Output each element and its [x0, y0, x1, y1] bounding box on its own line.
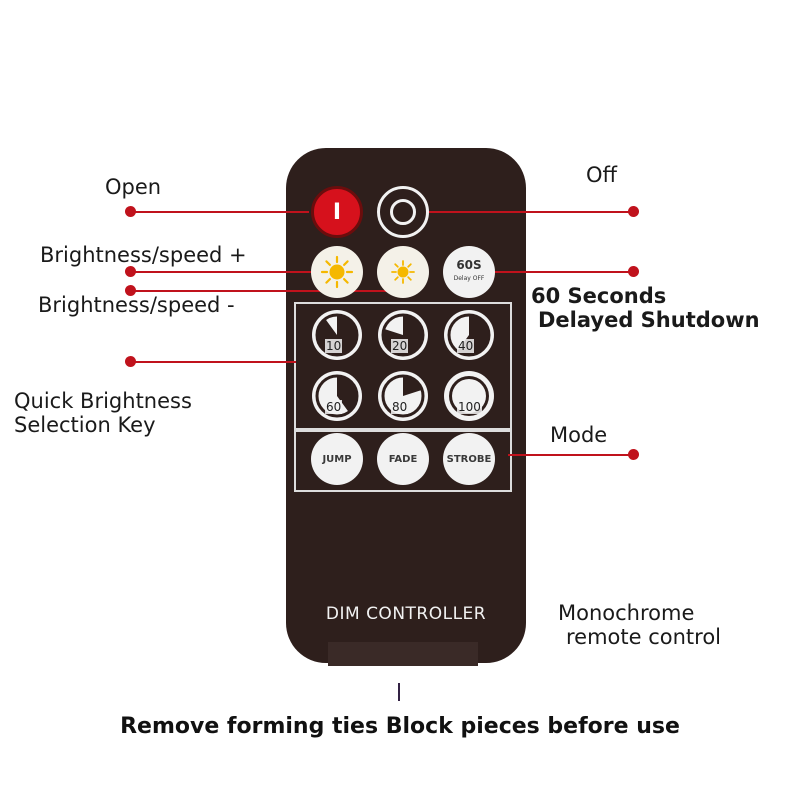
delay-off-sublabel: Delay OFF — [453, 275, 485, 282]
leader-open — [131, 211, 309, 213]
leader-delay — [492, 271, 633, 273]
leader-mode — [508, 454, 633, 456]
mode-strobe-label: STROBE — [446, 453, 492, 465]
callout-delay-line1: 60 Seconds — [531, 284, 667, 308]
brightness-level-icon — [312, 310, 362, 360]
leader-dot-delay — [628, 266, 639, 277]
mode-group-frame — [294, 430, 512, 492]
brightness-level-icon — [312, 371, 362, 421]
mode-strobe-button[interactable]: STROBE — [443, 433, 495, 485]
mode-fade-label: FADE — [388, 453, 418, 465]
brightness-level-label: 60 — [325, 400, 343, 414]
brightness-level-label: 100 — [457, 400, 482, 414]
callout-quick-line2: Selection Key — [14, 413, 156, 437]
brightness-level-label: 10 — [325, 339, 343, 353]
callout-brightness-down: Brightness/speed - — [38, 293, 235, 317]
remote-title: DIM CONTROLLER — [325, 604, 487, 624]
brightness-level-icon — [378, 371, 428, 421]
leader-dot-quick — [125, 356, 136, 367]
sun-small-icon — [391, 260, 415, 284]
brightness-level-label: 80 — [391, 400, 409, 414]
mode-jump-label: JUMP — [322, 453, 352, 465]
callout-brightness-up: Brightness/speed + — [40, 243, 247, 267]
callout-delay-line2: Delayed Shutdown — [538, 308, 760, 332]
brightness-level-icon — [444, 371, 494, 421]
brightness-level-label: 40 — [457, 339, 475, 353]
bottom-note: Remove forming ties Block pieces before … — [120, 714, 680, 739]
brightness-down-button[interactable] — [377, 246, 429, 298]
power-on-button[interactable]: I — [311, 186, 363, 238]
brightness-up-button[interactable] — [311, 246, 363, 298]
delay-off-button[interactable]: 60S Delay OFF — [443, 246, 495, 298]
mode-fade-button[interactable]: FADE — [377, 433, 429, 485]
leader-brightness-up — [131, 271, 321, 273]
leader-off — [428, 211, 633, 213]
brightness-60-button[interactable]: 60 — [311, 370, 363, 422]
leader-dot-open — [125, 206, 136, 217]
brightness-level-label: 20 — [391, 339, 409, 353]
divider-tick — [398, 683, 400, 701]
power-on-icon: I — [332, 199, 342, 225]
mode-jump-button[interactable]: JUMP — [311, 433, 363, 485]
sun-large-icon — [320, 255, 354, 289]
brightness-level-icon — [444, 310, 494, 360]
callout-off: Off — [586, 163, 617, 187]
callout-quick-line1: Quick Brightness — [14, 389, 192, 413]
leader-dot-brightness-up — [125, 266, 136, 277]
brightness-40-button[interactable]: 40 — [443, 309, 495, 361]
leader-dot-mode — [628, 449, 639, 460]
remote-bottom-edge — [328, 642, 478, 666]
leader-brightness-down — [131, 290, 391, 292]
callout-mode: Mode — [550, 423, 608, 447]
delay-off-label: 60S — [456, 258, 482, 272]
brightness-80-button[interactable]: 80 — [377, 370, 429, 422]
power-off-icon — [390, 199, 416, 225]
leader-quick — [131, 361, 296, 363]
brightness-10-button[interactable]: 10 — [311, 309, 363, 361]
brightness-20-button[interactable]: 20 — [377, 309, 429, 361]
brightness-group-frame — [294, 302, 512, 430]
leader-dot-off — [628, 206, 639, 217]
brightness-100-button[interactable]: 100 — [443, 370, 495, 422]
callout-mono-line1: Monochrome — [558, 601, 695, 625]
leader-dot-brightness-down — [125, 285, 136, 296]
power-off-button[interactable] — [377, 186, 429, 238]
callout-open: Open — [105, 175, 162, 199]
callout-mono-line2: remote control — [566, 625, 722, 649]
brightness-level-icon — [378, 310, 428, 360]
